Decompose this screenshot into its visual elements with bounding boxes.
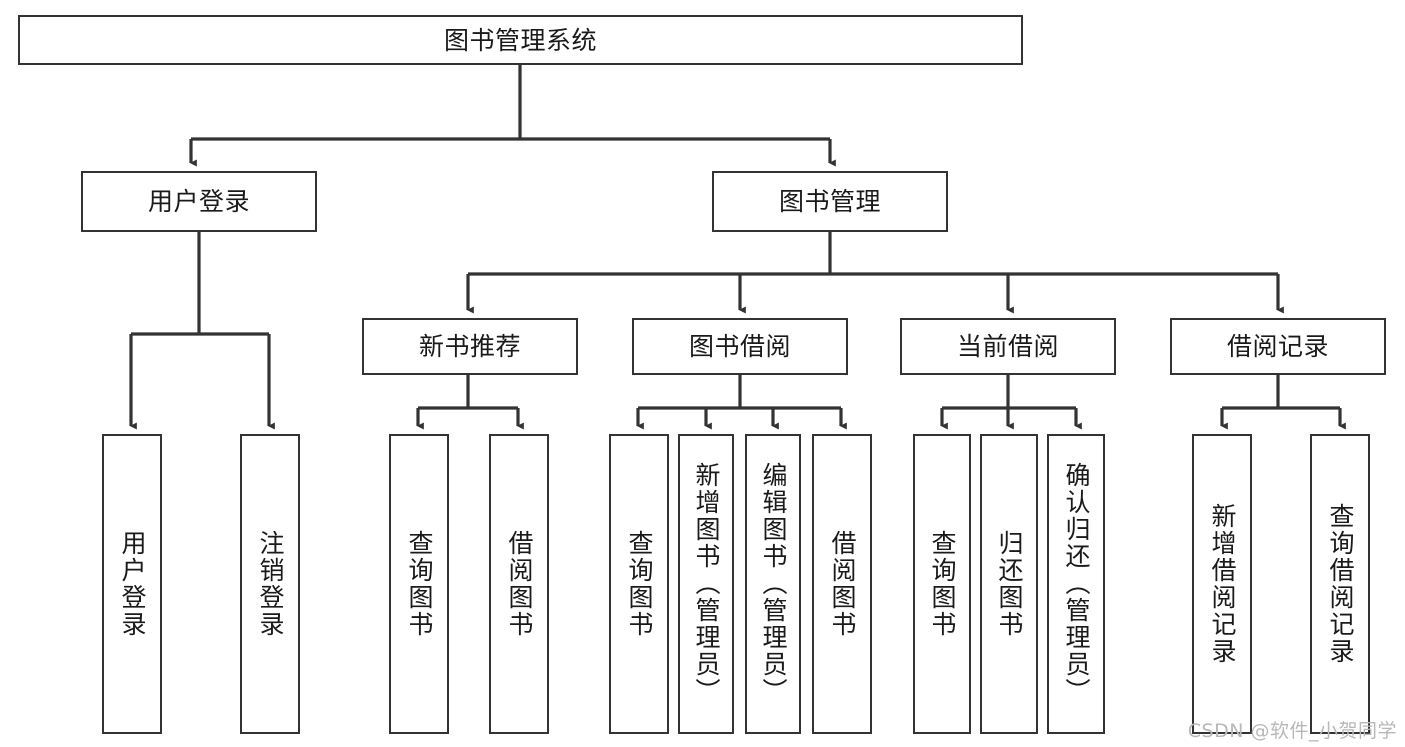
node-current-borrow[interactable]: 当前借阅 (900, 318, 1116, 375)
node-label: 当前借阅 (956, 332, 1059, 361)
node-label: 确认归还（管理员） (1062, 462, 1091, 705)
node-new-book-recommend[interactable]: 新书推荐 (362, 318, 578, 375)
node-label: 用户登录 (147, 187, 250, 216)
node-book-management[interactable]: 图书管理 (712, 171, 948, 232)
node-label: 借阅记录 (1226, 332, 1329, 361)
leaf-current-borrow-confirm-return[interactable]: 确认归还（管理员） (1047, 434, 1105, 734)
leaf-borrow-record-query[interactable]: 查询借阅记录 (1310, 434, 1370, 734)
leaf-borrow-record-add[interactable]: 新增借阅记录 (1192, 434, 1252, 734)
node-label: 新增图书（管理员） (692, 462, 721, 705)
node-label: 编辑图书（管理员） (759, 462, 788, 705)
node-label: 查询图书 (625, 530, 654, 638)
node-label: 新增借阅记录 (1208, 503, 1237, 665)
node-borrow-record[interactable]: 借阅记录 (1170, 318, 1386, 375)
leaf-current-borrow-return[interactable]: 归还图书 (980, 434, 1038, 734)
node-label: 图书借阅 (688, 332, 791, 361)
node-label: 归还图书 (995, 530, 1024, 638)
node-label: 借阅图书 (828, 530, 857, 638)
node-root-system[interactable]: 图书管理系统 (18, 15, 1023, 65)
leaf-new-book-query[interactable]: 查询图书 (389, 434, 449, 734)
node-label: 借阅图书 (505, 530, 534, 638)
leaf-current-borrow-query[interactable]: 查询图书 (913, 434, 971, 734)
leaf-user-login-logout[interactable]: 注销登录 (240, 434, 300, 734)
csdn-watermark: CSDN @软件_小贺同学 (1187, 720, 1397, 742)
leaf-new-book-borrow[interactable]: 借阅图书 (489, 434, 549, 734)
node-label: 查询图书 (405, 530, 434, 638)
node-label: 查询借阅记录 (1326, 503, 1355, 665)
leaf-book-borrow-borrow[interactable]: 借阅图书 (812, 434, 872, 734)
node-label: 新书推荐 (418, 332, 521, 361)
node-label: 图书管理系统 (443, 25, 597, 55)
node-label: 用户登录 (118, 530, 147, 638)
leaf-book-borrow-add[interactable]: 新增图书（管理员） (678, 434, 734, 734)
node-label: 注销登录 (256, 530, 285, 638)
node-book-borrow[interactable]: 图书借阅 (632, 318, 848, 375)
node-user-login[interactable]: 用户登录 (81, 171, 317, 232)
leaf-book-borrow-edit[interactable]: 编辑图书（管理员） (745, 434, 801, 734)
leaf-book-borrow-query[interactable]: 查询图书 (609, 434, 669, 734)
node-label: 查询图书 (928, 530, 957, 638)
node-label: 图书管理 (778, 187, 881, 216)
leaf-user-login-login[interactable]: 用户登录 (102, 434, 162, 734)
